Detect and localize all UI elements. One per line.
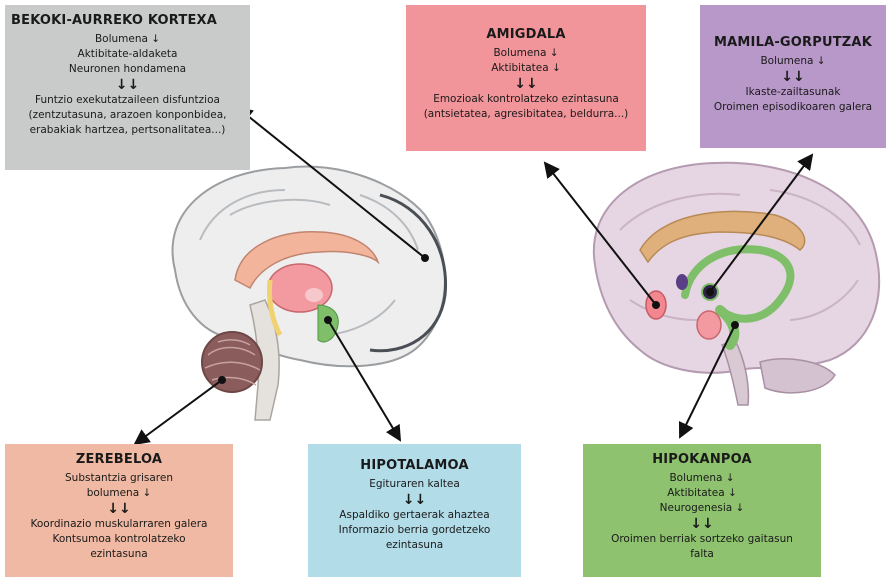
mammillary-bodies-box: MAMILA-GORPUTZAK Bolumena ↓ ↓↓ Ikaste-za… [700, 5, 886, 148]
prefrontal-cortex-box: BEKOKI-AURREKO KORTEXA Bolumena ↓ Aktibi… [5, 5, 250, 170]
box-effect: ezintasuna [308, 538, 521, 553]
box-effect: falta [583, 547, 821, 562]
mammillary-small [305, 288, 323, 302]
box-effect: Oroimen berriak sortzeko gaitasun [583, 532, 821, 547]
purple-nucleus [676, 274, 688, 290]
double-down-arrow: ↓↓ [583, 516, 821, 532]
box-effect: erabakiak hartzea, pertsonalitatea...) [5, 123, 250, 138]
box-line: Bolumena ↓ [583, 471, 821, 486]
box-line: Aktibitatea ↓ [583, 486, 821, 501]
cerebellum [202, 332, 262, 392]
double-down-arrow: ↓↓ [406, 76, 646, 92]
hippocampus-pink [697, 311, 721, 339]
box-line: Egituraren kaltea [308, 477, 521, 492]
hypothalamus-box: HIPOTALAMOA Egituraren kaltea ↓↓ Aspaldi… [308, 444, 521, 577]
box-title: HIPOTALAMOA [308, 456, 521, 475]
box-title: HIPOKANPOA [583, 450, 821, 469]
cerebellum-box: ZEREBELOA Substantzia grisaren bolumena … [5, 444, 233, 577]
box-effect: Koordinazio muskularraren galera [5, 517, 233, 532]
box-line: Bolumena ↓ [406, 46, 646, 61]
box-line: Neurogenesia ↓ [583, 501, 821, 516]
box-title: AMIGDALA [406, 25, 646, 44]
box-line: Bolumena ↓ [700, 54, 886, 69]
box-line: Neuronen hondamena [5, 62, 250, 77]
box-line: Bolumena ↓ [5, 32, 250, 47]
double-down-arrow: ↓↓ [5, 501, 233, 517]
double-down-arrow: ↓↓ [5, 77, 250, 93]
box-line: Substantzia grisaren [5, 471, 233, 486]
box-title: BEKOKI-AURREKO KORTEXA [5, 11, 250, 30]
sagittal-brain-section [173, 166, 446, 420]
box-line: Aktibitatea ↓ [406, 61, 646, 76]
box-effect: Informazio berria gordetzeko [308, 523, 521, 538]
box-effect: Emozioak kontrolatzeko ezintasuna [406, 92, 646, 107]
box-effect: Ikaste-zailtasunak [700, 85, 886, 100]
box-effect: Funtzio exekutatzaileen disfuntzioa [5, 93, 250, 108]
amygdala-box: AMIGDALA Bolumena ↓ Aktibitatea ↓ ↓↓ Emo… [406, 5, 646, 151]
double-down-arrow: ↓↓ [700, 69, 886, 85]
box-title: ZEREBELOA [5, 450, 233, 469]
cerebellum-right [760, 359, 835, 393]
box-line: bolumena ↓ [5, 486, 233, 501]
double-down-arrow: ↓↓ [308, 492, 521, 508]
box-effect: ezintasuna [5, 547, 233, 562]
limbic-brain-view [594, 163, 879, 405]
box-effect: (zentzutasuna, arazoen konponbidea, [5, 108, 250, 123]
box-line: Aktibitate-aldaketa [5, 47, 250, 62]
arrow-cerebellum [135, 380, 222, 444]
hippocampus-box: HIPOKANPOA Bolumena ↓ Aktibitatea ↓ Neur… [583, 444, 821, 577]
box-effect: Kontsumoa kontrolatzeko [5, 532, 233, 547]
box-effect: Aspaldiko gertaerak ahaztea [308, 508, 521, 523]
box-effect: (antsietatea, agresibitatea, beldurra...… [406, 107, 646, 122]
box-title: MAMILA-GORPUTZAK [700, 33, 886, 52]
box-effect: Oroimen episodikoaren galera [700, 100, 886, 115]
